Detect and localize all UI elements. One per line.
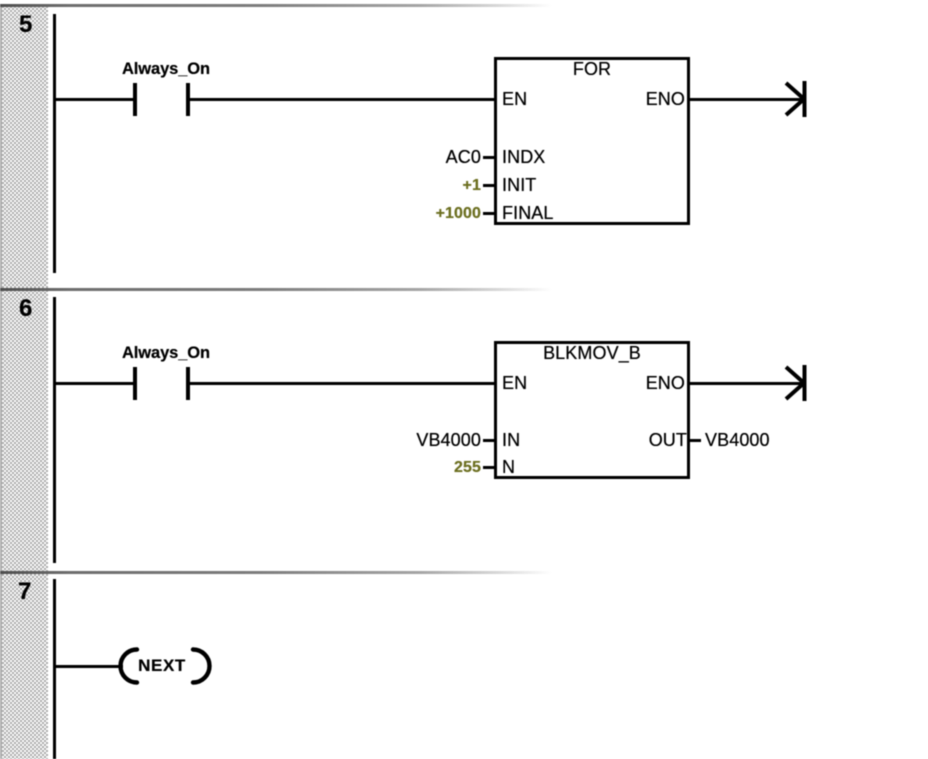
rung-wire <box>187 97 495 101</box>
contact-label[interactable]: Always_On <box>121 60 211 78</box>
pin-tick <box>483 211 494 215</box>
pin-label-eno: ENO <box>645 373 685 393</box>
coil-label[interactable]: NEXT <box>138 656 186 675</box>
rung-wire <box>690 381 803 385</box>
coil-parentheses-icon <box>118 647 212 685</box>
pin-label-n: N <box>502 457 516 477</box>
block-title: BLKMOV_B <box>543 343 641 363</box>
pin-tick <box>483 465 494 469</box>
pin-label-indx: INDX <box>502 147 546 167</box>
rung-wire <box>187 381 495 385</box>
pin-tick <box>483 155 494 159</box>
power-rail <box>53 297 56 563</box>
network-number-5[interactable]: 5 <box>19 11 33 38</box>
rung-continuation-arrow-icon <box>784 81 807 117</box>
power-rail <box>53 14 56 273</box>
block-title: FOR <box>572 59 612 79</box>
pin-tick <box>483 438 494 442</box>
rung-wire <box>54 97 135 101</box>
contact-bar-icon <box>133 83 137 116</box>
operand-out[interactable]: VB4000 <box>705 430 770 450</box>
pin-tick <box>690 438 701 442</box>
pin-label-out: OUT <box>648 430 687 450</box>
network-separator <box>0 571 556 574</box>
function-block-blkmov[interactable] <box>494 341 690 479</box>
network-number-7[interactable]: 7 <box>18 578 32 605</box>
pin-label-final: FINAL <box>502 203 554 223</box>
rung-wire <box>690 97 803 101</box>
margin-left-edge <box>0 4 2 759</box>
operand-in[interactable]: VB4000 <box>416 430 481 450</box>
operand-init[interactable]: +1 <box>462 177 481 194</box>
pin-tick <box>483 183 494 187</box>
pin-label-init: INIT <box>502 175 537 195</box>
rung-continuation-arrow-icon <box>784 365 807 401</box>
power-rail <box>53 579 56 759</box>
rung-wire <box>54 381 135 385</box>
operand-final[interactable]: +1000 <box>435 205 481 222</box>
network-margin-column <box>0 6 48 759</box>
network-number-6[interactable]: 6 <box>19 295 33 322</box>
pin-label-en: EN <box>502 373 528 393</box>
contact-bar-icon <box>186 83 190 116</box>
contact-bar-icon <box>133 367 137 400</box>
function-block-for[interactable] <box>494 57 690 225</box>
contact-label[interactable]: Always_On <box>121 344 211 362</box>
network-separator <box>0 4 556 7</box>
pin-label-eno: ENO <box>645 89 685 109</box>
pin-label-in: IN <box>502 430 521 450</box>
pin-label-en: EN <box>502 89 528 109</box>
operand-n[interactable]: 255 <box>454 459 481 476</box>
operand-indx[interactable]: AC0 <box>445 147 481 167</box>
contact-bar-icon <box>186 367 190 400</box>
rung-wire <box>54 664 123 668</box>
network-separator <box>0 288 556 291</box>
